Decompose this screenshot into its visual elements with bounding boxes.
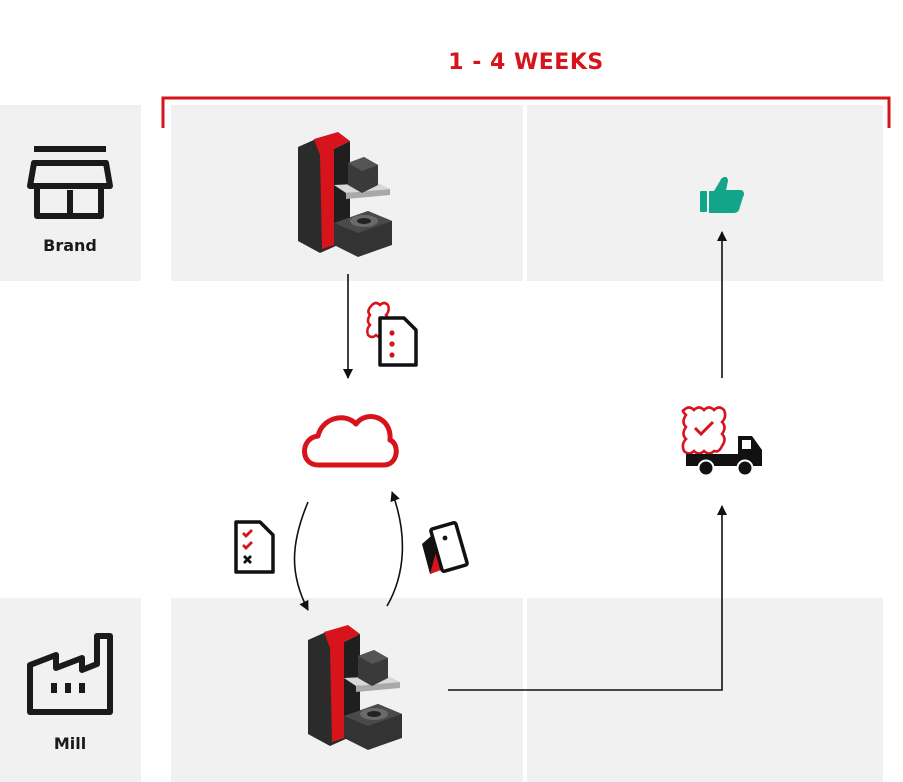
standard-document-icon <box>366 301 418 367</box>
mill-device-icon <box>308 625 402 750</box>
checklist-icon <box>234 520 275 574</box>
brand-device-icon <box>298 132 392 257</box>
duration-label: 1 - 4 WEEKS <box>448 50 604 75</box>
mill-label: Mill <box>53 734 87 753</box>
thumbs-up-icon <box>700 176 744 213</box>
store-icon <box>27 146 113 219</box>
approved-shipment-icon <box>681 406 762 477</box>
swatch-icon <box>422 520 469 574</box>
brand-label: Brand <box>43 236 97 255</box>
cloud-icon <box>302 414 399 468</box>
mill-to-cloud-arrow <box>386 491 404 607</box>
mill-to-shipment-arrow <box>448 505 727 691</box>
cloud-to-mill-arrow <box>293 501 309 611</box>
factory-icon <box>27 633 113 715</box>
timeline-bracket <box>161 96 891 128</box>
